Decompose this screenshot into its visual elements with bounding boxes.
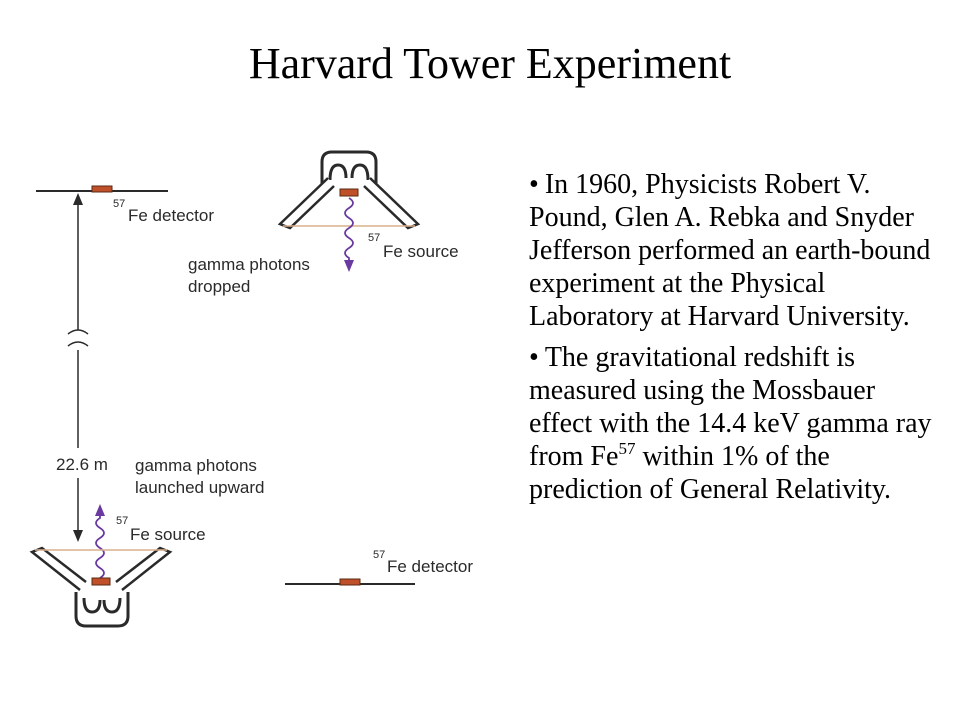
bullet-symbol: • (529, 169, 539, 200)
bottom-detector-label: Fe detector (387, 557, 473, 576)
top-detector-mass: 57 (113, 198, 125, 210)
launched-label-line-1: gamma photons (135, 456, 257, 475)
dropped-label-line-1: gamma photons (188, 255, 310, 274)
height-label: 22.6 m (56, 455, 108, 474)
bottom-source-mass: 57 (116, 515, 128, 527)
bullet-item-2: •The gravitational redshift is measured … (529, 341, 939, 506)
pound-rebka-diagram: 57 Fe detector 22.6 m 57 Fe source gamma… (29, 150, 473, 628)
fe-superscript: 57 (618, 439, 636, 458)
dropped-label-line-2: dropped (188, 277, 250, 296)
bottom-source-label: Fe source (130, 525, 206, 544)
top-detector: 57 Fe detector (36, 185, 214, 225)
slide-title: Harvard Tower Experiment (248, 39, 732, 88)
bottom-detector-mass: 57 (373, 549, 385, 561)
bullet-text-2b: within 1% of the prediction of General R… (529, 441, 892, 505)
top-detector-label: Fe detector (128, 206, 214, 225)
top-source-label: Fe source (383, 242, 459, 261)
bullet-text-1: In 1960, Physicists Robert V. Pound, Gle… (529, 169, 931, 332)
height-arrow (67, 193, 89, 542)
bullet-list: •In 1960, Physicists Robert V. Pound, Gl… (529, 168, 939, 514)
bottom-source-apparatus (29, 504, 173, 628)
bullet-item-1: •In 1960, Physicists Robert V. Pound, Gl… (529, 168, 939, 333)
launched-label-line-2: launched upward (135, 478, 264, 497)
bullet-text-2a: The gravitational redshift is measured u… (529, 342, 932, 472)
bottom-detector: 57 Fe detector (285, 549, 473, 586)
top-source-apparatus (277, 150, 421, 272)
top-source-mass: 57 (368, 232, 380, 244)
bullet-symbol: • (529, 342, 539, 373)
